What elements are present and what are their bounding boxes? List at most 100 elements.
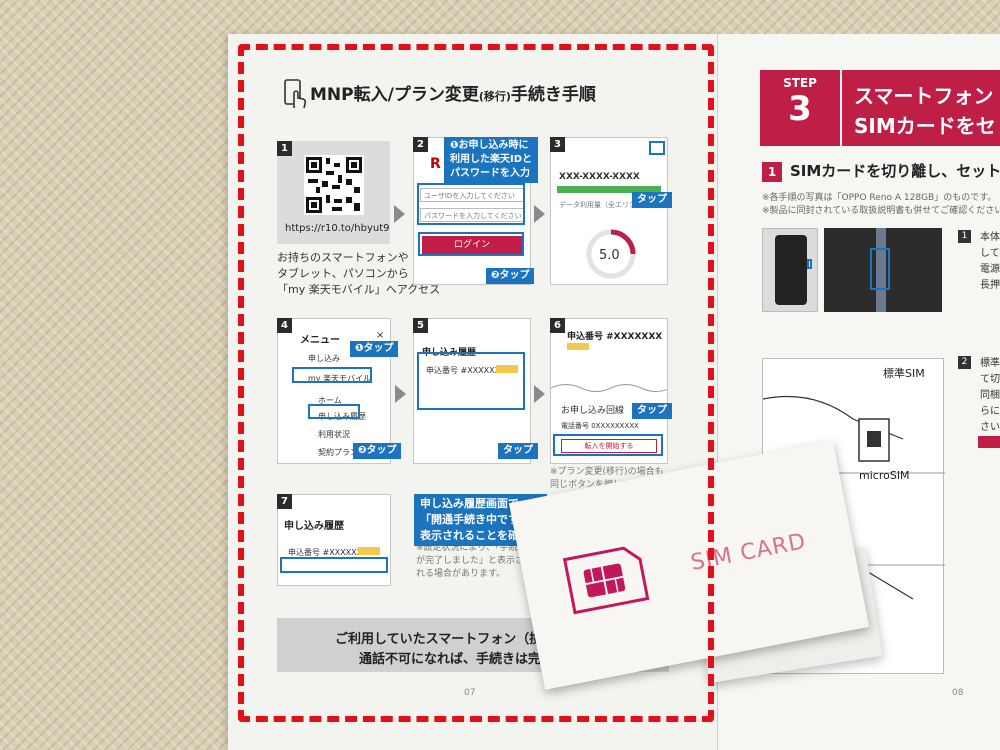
step-4-number: 4 [277,318,292,333]
callout-line: 利用した楽天IDと [450,154,533,165]
item-number: 2 [958,356,971,369]
history-highlight [308,404,360,419]
step-5-tap-callout: タップ [498,443,538,459]
phone-label: 電話番号 0XXXXXXXXX [561,422,639,430]
close-icon[interactable]: × [376,330,385,341]
step-title-bar: スマートフォン SIMカードをセ [842,70,1000,146]
note-line: れる場合があります。 [416,569,506,579]
status-badge [358,547,380,555]
item-text: 電源 [980,264,1000,275]
warning-tag [978,436,1000,448]
step-3-tap-callout: タップ [632,192,672,208]
qr-code-icon [304,155,364,215]
credentials-highlight [417,183,525,225]
note-line: が完了しました」と表示さ [416,556,525,566]
data-gauge-icon [586,229,636,279]
menu-title: メニュー [300,335,340,346]
arrow-icon [395,385,406,403]
section-number: 1 [762,162,782,182]
step-5-number: 5 [413,318,428,333]
menu-item[interactable]: 申し込み [308,354,340,363]
step-4-tap-callout-2: ❷タップ [353,443,402,459]
wave-divider-icon [551,384,667,392]
phone-hand-icon [284,79,307,109]
phone-front-photo [762,228,818,312]
step-1-caption-line: 「my 楽天モバイル」へアクセス [277,283,441,296]
step-6-tap-callout: タップ [632,403,672,419]
order-number: 申込番号 #XXXXXXX [567,332,663,342]
item-text: 本体 [980,232,1000,243]
step-7-note: ※設定状況により、「手続き が完了しました」と表示さ れる場合があります。 [416,542,527,581]
order-number: 申込番号 #XXXXXXX [288,548,368,557]
step-1-caption: お持ちのスマートフォンや タブレット、パソコンから 「my 楽天モバイル」へアク… [277,250,440,298]
callout-line: パスワードを入力 [450,168,530,179]
arrow-icon [394,205,405,223]
title-main: MNP転入/プラン変更 [310,85,479,105]
menu-item[interactable]: 申し込み履歴 [318,412,366,421]
login-highlight [418,232,524,256]
item-text: さい [980,422,1000,433]
phone-number: XXX-XXXX-XXXX [559,172,640,182]
section-title: SIMカードを切り離し、セット [790,162,1000,180]
item-text: 同梱 [980,390,1000,401]
step-2-callout: ❶お申し込み時に 利用した楽天IDと パスワードを入力 [444,137,539,183]
step-2-tap-callout: ❷タップ [486,268,535,284]
step-7-screenshot: 申し込み履歴 申込番号 #XXXXXXX [277,494,391,586]
step-7-number: 7 [277,494,292,509]
callout-line: 申し込み履歴画面で [420,497,519,510]
qr-url: https://r10.to/hbyut9 [285,223,390,234]
item-text: 長押 [980,280,1000,291]
step-title-line: スマートフォン [854,84,994,108]
data-value: 5.0 [599,248,620,263]
item-number: 1 [958,230,971,243]
title-small: (移行) [478,90,511,103]
menu-item[interactable]: my 楽天モバイル [308,374,372,383]
step-1-caption-line: タブレット、パソコンから [277,267,409,280]
item-text: て切 [980,374,1000,385]
sim-label-micro: microSIM [859,469,910,482]
my-rakuten-highlight [292,367,372,383]
callout-line: 表示されることを確認 [420,529,530,542]
title-end: 手続き手順 [510,85,596,105]
menu-item[interactable]: ホーム [318,396,342,405]
start-transfer-button[interactable]: 転入を開始する [561,439,657,453]
note-line: ※設定状況により、「手続き [416,543,527,553]
arrow-icon [534,385,545,403]
step-1-caption-line: お持ちのスマートフォンや [277,251,409,264]
userid-placeholder: ユーザIDを入力してください [424,192,515,200]
step-3-screenshot: XXX-XXXX-XXXX データ利用量（全エリア） 5.0 [550,137,668,285]
phone-edge [876,228,886,312]
page-number-right: 08 [952,688,964,698]
sim-slot-highlight [807,259,812,269]
note-line: ※プラン変更(移行)の場合も [550,467,664,477]
transfer-button-highlight [553,434,663,456]
step-6-screenshot: 申込番号 #XXXXXXX お申し込み回線 電話番号 0XXXXXXXXX 転入… [550,318,668,464]
login-button[interactable]: ログイン [422,236,522,254]
banner-line: ご利用していたスマートフォン（携帯電 [335,632,569,647]
banner-line: 通話不可になれば、手続きは完了で [359,652,568,667]
step-badge: STEP 3 [760,70,840,146]
sim-card-envelope [508,440,870,690]
item-text: 標準 [980,358,1000,369]
item-text: らに [980,406,1000,417]
sim-chip-icon [562,546,650,615]
sim-tray-highlight [870,248,890,290]
step-4-tap-callout-1: ❶タップ [350,341,399,357]
status-badge [496,365,518,373]
status-badge [567,343,589,350]
step-label: STEP [783,76,817,90]
page-number-left: 07 [464,688,476,698]
area-bar [557,186,661,193]
status-highlight [280,557,388,573]
menu-item[interactable]: 利用状況 [318,430,350,439]
data-usage-label: データ利用量（全エリア） [559,201,643,209]
right-note: ※製品に同封されている取扱説明書も併せてご確認ください。 [762,206,1000,216]
password-placeholder: パスワードを入力してください [424,212,522,220]
step-number: 3 [788,89,812,129]
phone-body [775,235,807,305]
right-note: ※各手順の写真は「OPPO Reno A 128GB」のものです。 [762,193,997,203]
rakuten-logo: R [430,156,441,172]
line-section-title: お申し込み回線 [561,406,625,416]
item-text: して [980,248,1000,259]
menu-item[interactable]: 契約プラン [318,448,358,457]
